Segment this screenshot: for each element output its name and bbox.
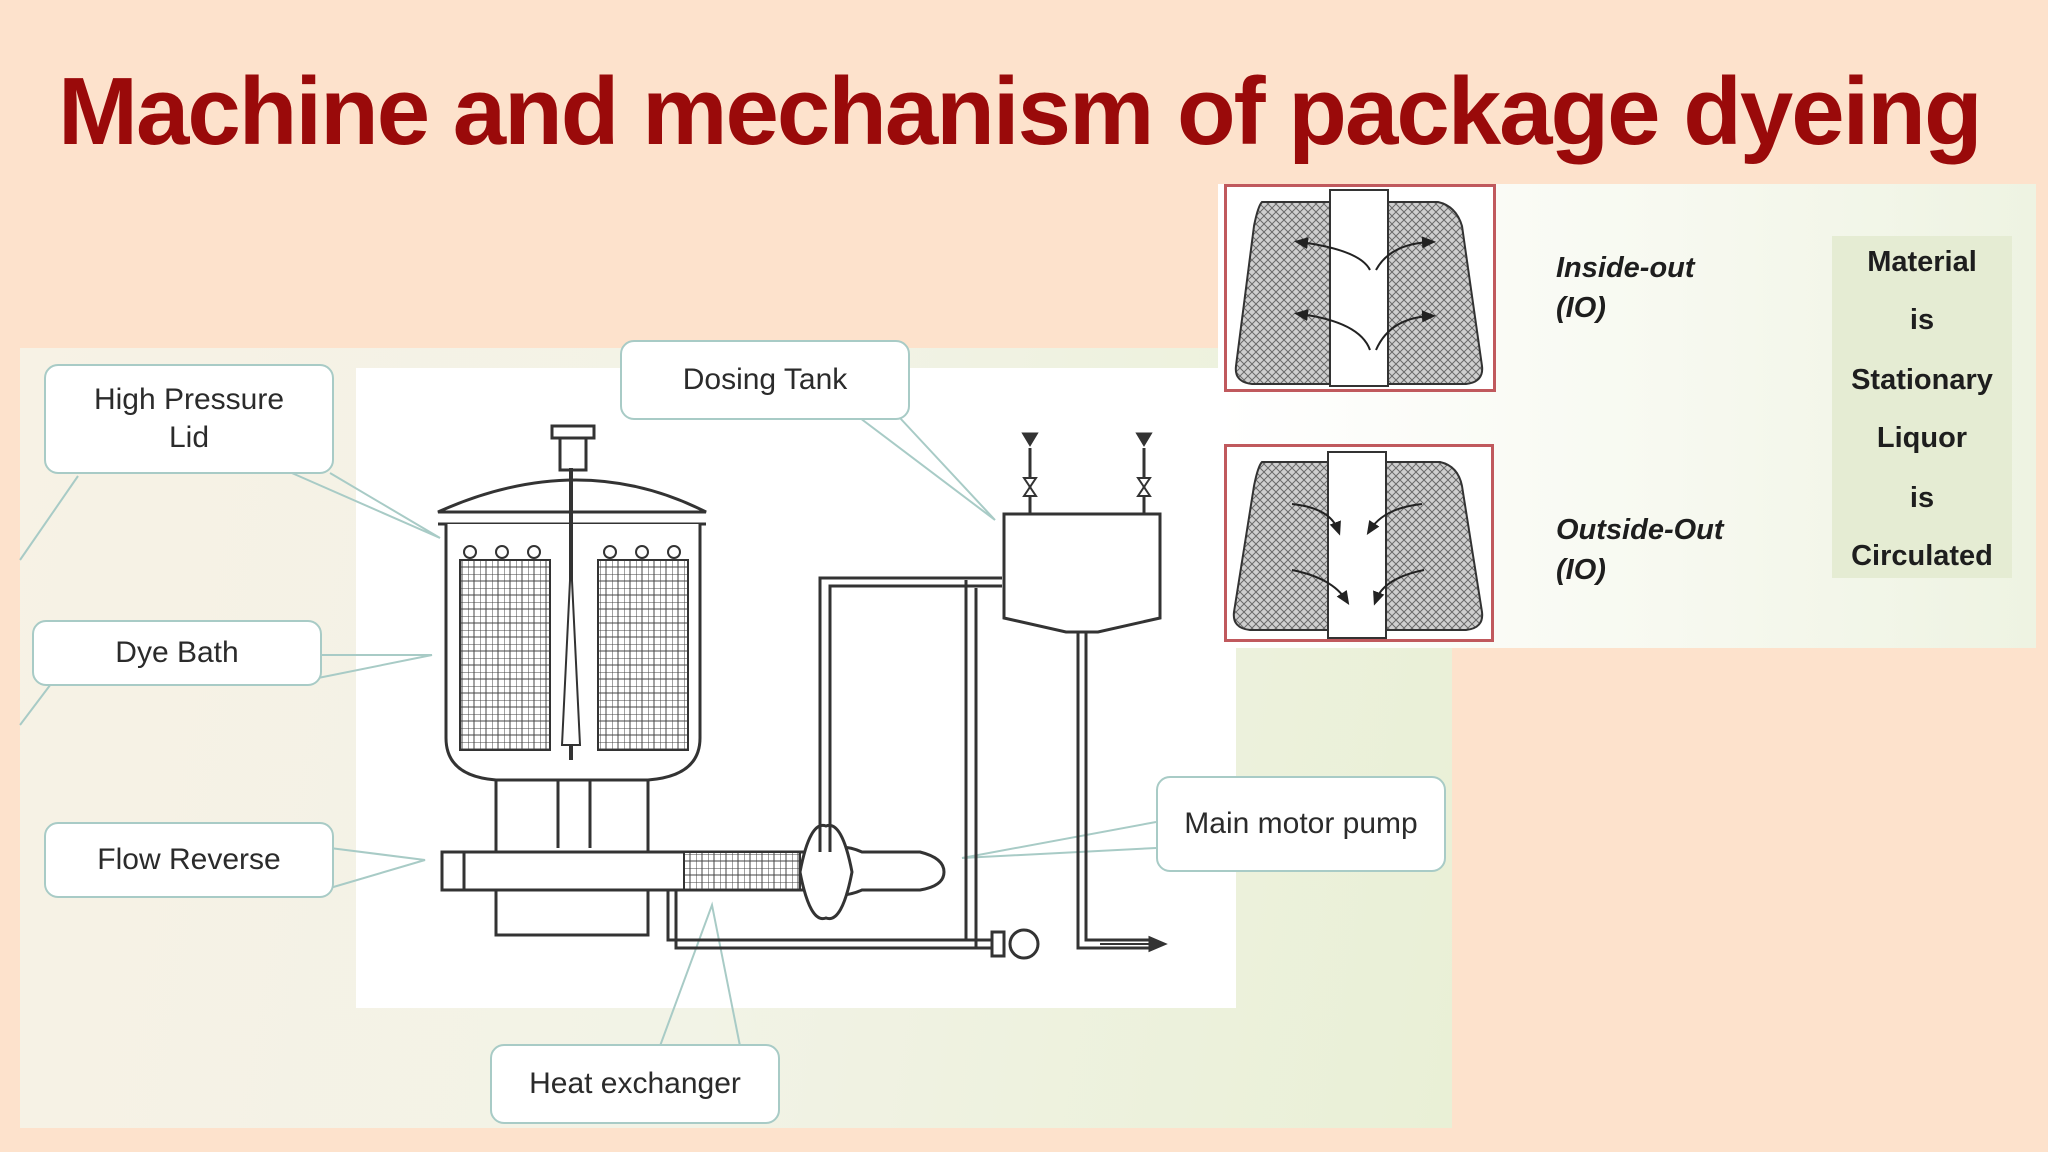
slide-title: Machine and mechanism of package dyeing [58, 58, 1983, 165]
callout-flow-reverse: Flow Reverse [44, 822, 334, 898]
summary-line-5: is [1909, 482, 1935, 514]
callout-high-pressure-lid: High Pressure Lid [44, 364, 334, 474]
callout-leaders [19, 417, 1157, 1047]
flow-pipe [440, 823, 946, 921]
summary-line-1: Material [1867, 246, 1977, 278]
pump [990, 928, 1168, 960]
summary-line-3: Stationary [1851, 364, 1993, 396]
callout-dye-bath: Dye Bath [32, 620, 322, 686]
summary-box [1832, 236, 2012, 578]
callout-main-motor-pump: Main motor pump [1156, 776, 1446, 872]
package-carriers [459, 545, 689, 751]
inside-out-package [1234, 189, 1484, 387]
outside-out-package [1232, 451, 1484, 639]
summary-line-2: is [1909, 304, 1935, 336]
outside-out-label: Outside-Out (IO) [1556, 514, 1724, 586]
callout-heat-exchanger: Heat exchanger [490, 1044, 780, 1124]
summary-line-6: Circulated [1851, 540, 1993, 572]
inside-out-label: Inside-out (IO) [1556, 252, 1695, 324]
piping [666, 576, 1150, 950]
dosing-tank [1002, 432, 1162, 634]
callout-dosing-tank: Dosing Tank [620, 340, 910, 420]
summary-line-4: Liquor [1876, 422, 1968, 454]
